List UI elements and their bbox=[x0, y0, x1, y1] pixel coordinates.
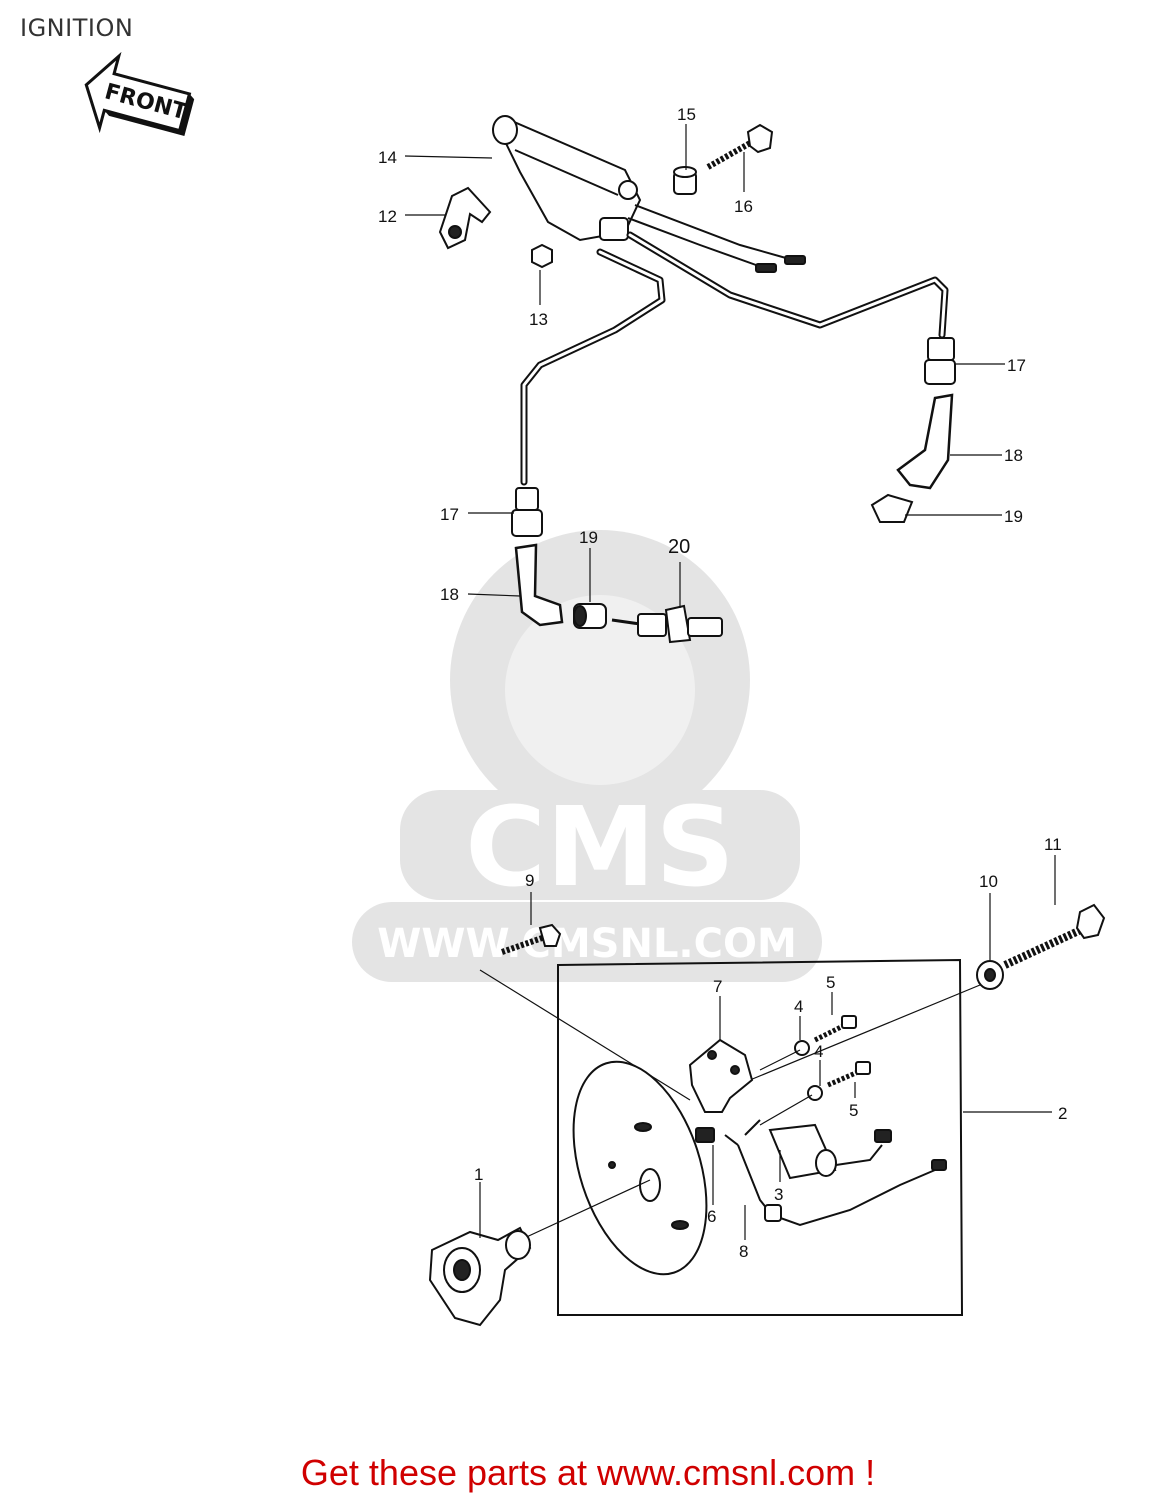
callout-17-right: 17 bbox=[1007, 356, 1026, 375]
front-direction-arrow: FRONT bbox=[84, 51, 195, 137]
primary-wire-terminal-a bbox=[784, 255, 806, 265]
watermark-url-text: WWW.CMSNL.COM bbox=[377, 921, 797, 967]
callout-19-left: 19 bbox=[579, 528, 598, 547]
callout-14: 14 bbox=[378, 148, 397, 167]
lead-cap-left bbox=[511, 487, 543, 537]
nut bbox=[531, 243, 553, 269]
callout-11: 11 bbox=[1044, 835, 1062, 854]
washer-4-bottom bbox=[807, 1085, 823, 1101]
plug-cap-right bbox=[896, 393, 954, 490]
washer-4-top bbox=[794, 1040, 810, 1056]
plug-cap-left bbox=[514, 543, 564, 627]
callout-19-right: 19 bbox=[1004, 507, 1023, 526]
contact-breaker-assembly-bracket bbox=[557, 958, 964, 1316]
high-tension-lead-right bbox=[626, 231, 949, 339]
breaker-base-plate bbox=[572, 1060, 708, 1276]
plug-cap-seal-left bbox=[573, 603, 607, 629]
breaker-bolt-9 bbox=[501, 923, 562, 955]
callout-18-right: 18 bbox=[1004, 446, 1023, 465]
callout-5-bottom: 5 bbox=[849, 1101, 858, 1120]
callout-5-top: 5 bbox=[826, 973, 835, 992]
callout-3: 3 bbox=[774, 1185, 783, 1204]
callout-1: 1 bbox=[474, 1165, 483, 1184]
ignition-cam-housing bbox=[428, 1226, 532, 1327]
cable-clamp bbox=[438, 186, 492, 250]
callout-20: 20 bbox=[668, 536, 690, 558]
callout-17-left: 17 bbox=[440, 505, 459, 524]
footer-call-to-action[interactable]: Get these parts at www.cmsnl.com ! bbox=[300, 1452, 876, 1493]
high-tension-lead-left bbox=[520, 248, 666, 486]
callout-15: 15 bbox=[677, 105, 696, 124]
lubricating-felt bbox=[695, 1127, 715, 1143]
callout-7: 7 bbox=[713, 977, 722, 996]
callout-4-bottom: 4 bbox=[814, 1042, 823, 1061]
callout-12: 12 bbox=[378, 207, 397, 226]
screw-5-top bbox=[813, 1015, 857, 1043]
callout-6: 6 bbox=[707, 1207, 716, 1226]
page-title: IGNITION bbox=[20, 14, 134, 42]
lead-cap-right bbox=[924, 337, 956, 385]
callout-9: 9 bbox=[525, 871, 534, 890]
screw-5-bottom bbox=[827, 1061, 871, 1088]
callout-13: 13 bbox=[529, 310, 548, 329]
contact-breaker bbox=[688, 1038, 754, 1113]
coil-bolt bbox=[706, 123, 774, 170]
callout-8: 8 bbox=[739, 1242, 748, 1261]
ignition-coil bbox=[492, 115, 642, 242]
coil-primary-wire-a bbox=[634, 204, 801, 263]
callout-4-top: 4 bbox=[794, 997, 803, 1016]
callout-18-left: 18 bbox=[440, 585, 459, 604]
base-bolt-11 bbox=[1003, 903, 1106, 969]
callout-10: 10 bbox=[979, 872, 998, 891]
plug-cap-seal-right bbox=[870, 493, 914, 523]
watermark-cms-text: CMS bbox=[465, 783, 734, 911]
primary-wire-terminal-b bbox=[755, 263, 777, 273]
collar bbox=[673, 166, 697, 195]
cms-watermark: CMS WWW.CMSNL.COM bbox=[352, 530, 822, 982]
spark-plug bbox=[611, 604, 723, 644]
coil-primary-wire-b bbox=[627, 217, 771, 271]
callout-16: 16 bbox=[734, 197, 753, 216]
lead-wire bbox=[724, 1134, 947, 1227]
callout-2: 2 bbox=[1058, 1104, 1067, 1123]
condenser bbox=[744, 1119, 892, 1180]
